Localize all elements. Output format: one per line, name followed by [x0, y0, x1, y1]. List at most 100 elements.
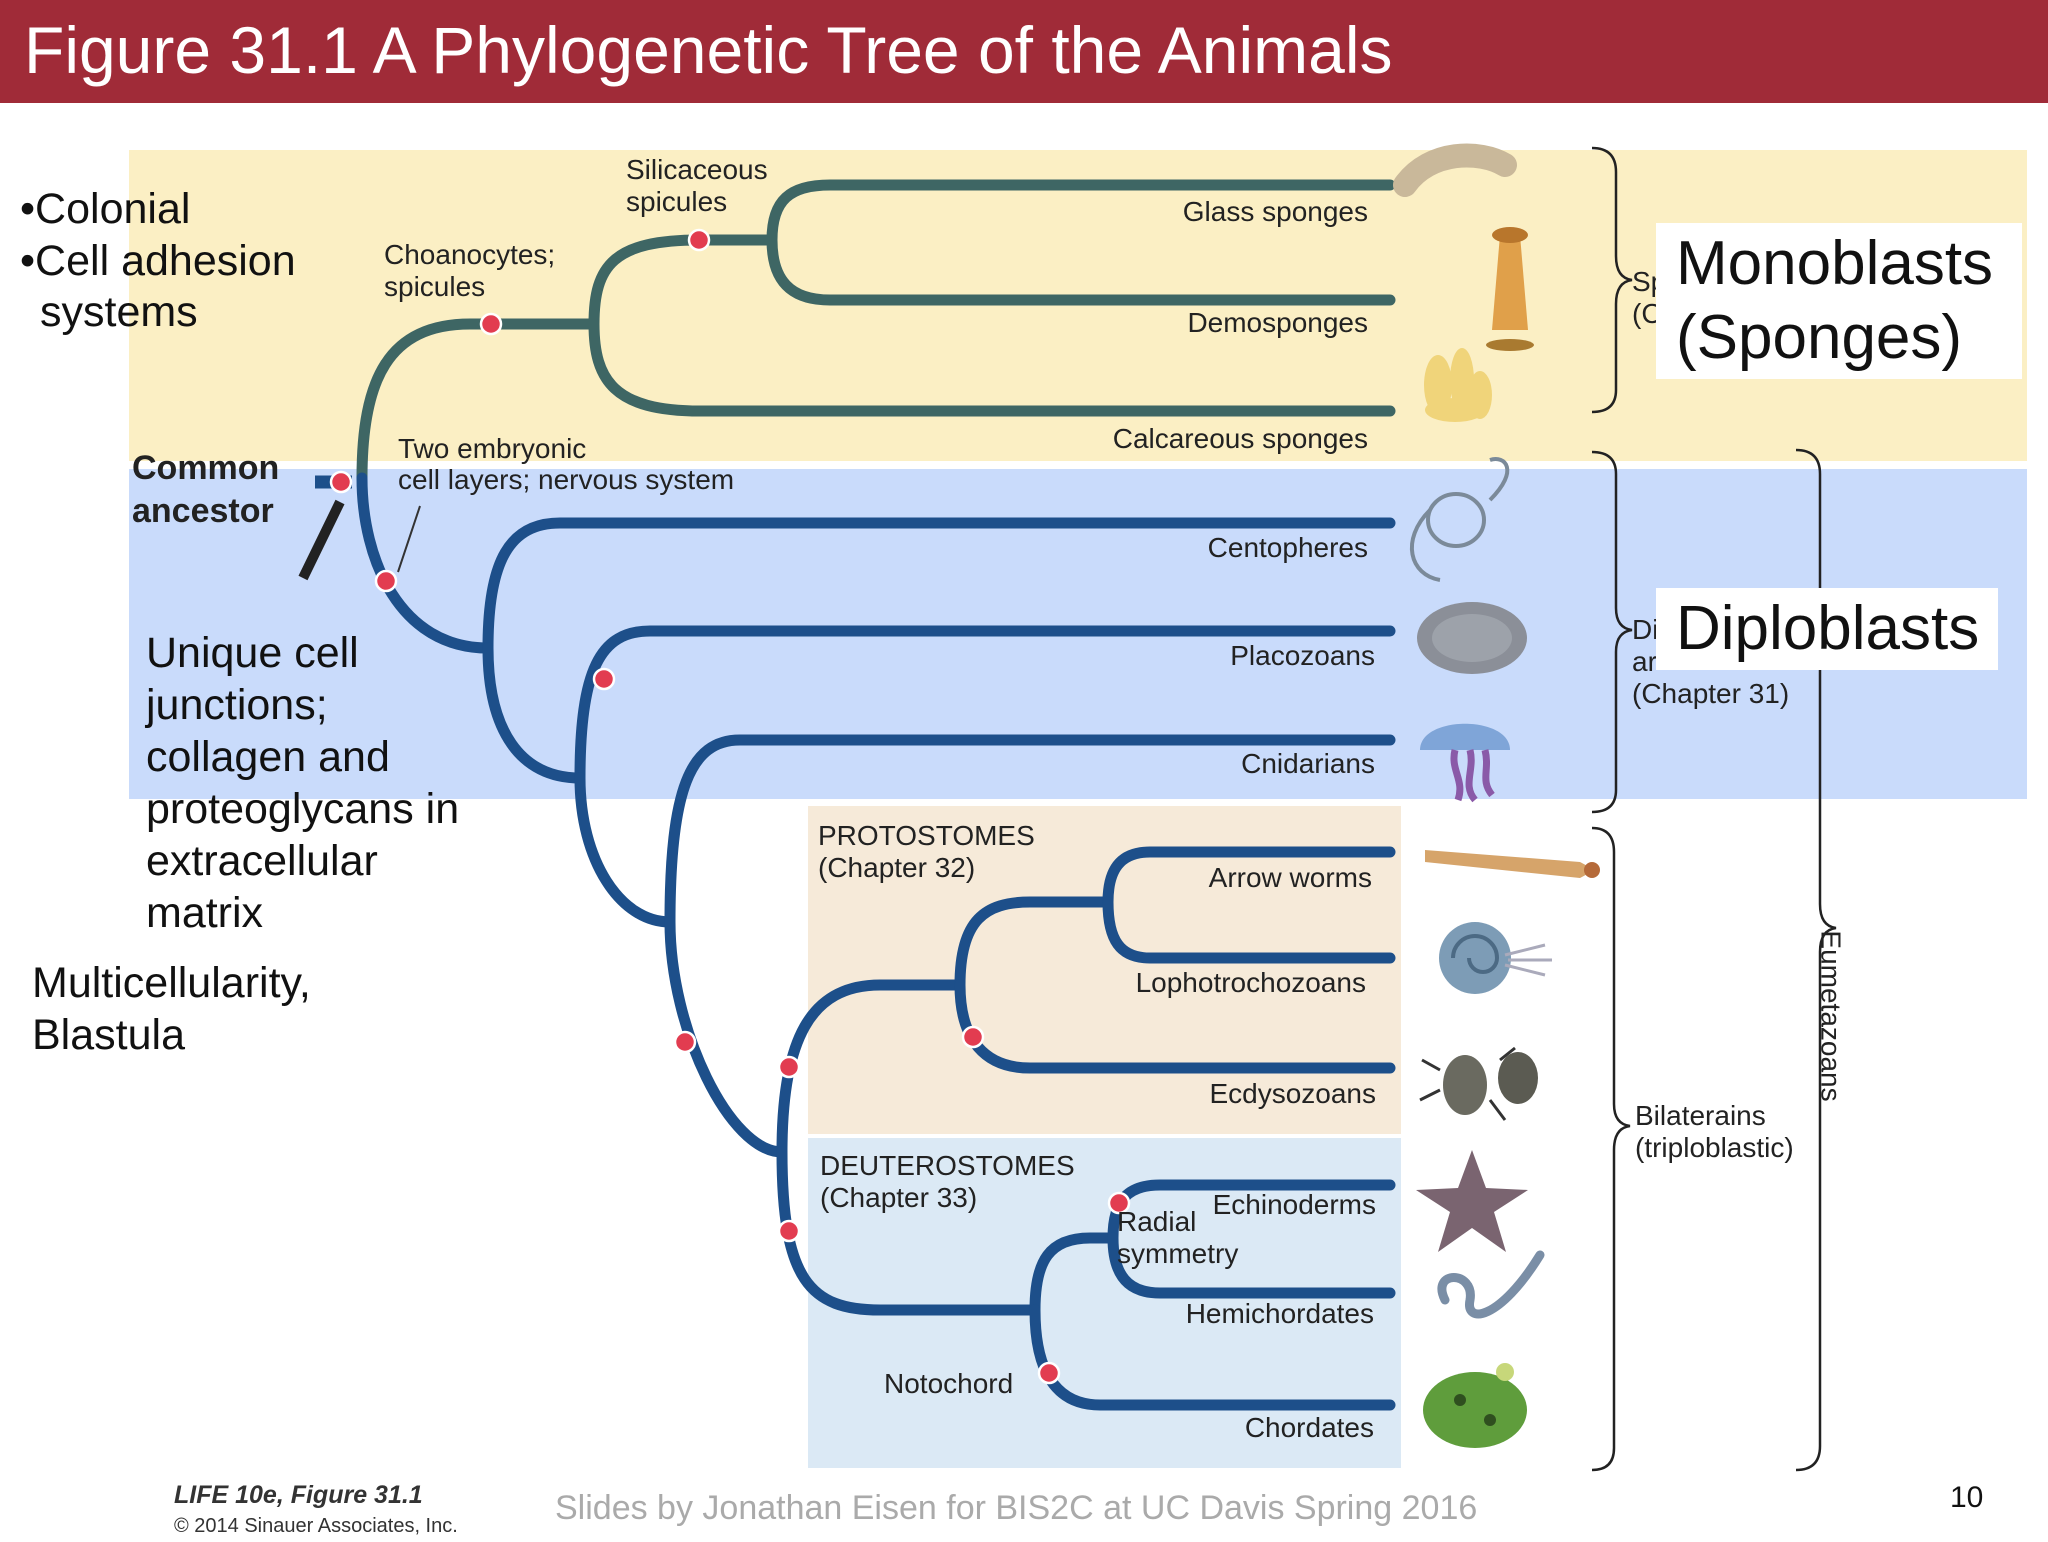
- jellyfish-icon: [1420, 723, 1510, 803]
- taxon-cnidarians: Cnidarians: [1241, 748, 1375, 779]
- note-unique-cell-junctions: Unique cell junctions; collagen and prot…: [146, 629, 460, 937]
- label-choanocytes-1: Choanocytes;: [384, 239, 556, 270]
- taxon-ecdysozoans: Ecdysozoans: [1209, 1078, 1376, 1109]
- diploblasts-box: Diploblasts: [1656, 588, 1998, 670]
- page-number: 10: [1950, 1481, 1984, 1514]
- note-systems: systems: [40, 288, 198, 336]
- two-layers-pointer: [397, 505, 421, 573]
- branch-placozoans: [574, 625, 1396, 784]
- branch-deuterostome-stem: [776, 1146, 1041, 1316]
- node-dot-silicaceous: [687, 228, 711, 252]
- taxon-chordates: Chordates: [1244, 1412, 1374, 1443]
- branch-calcareous: [588, 318, 1396, 417]
- calcareous-sponge-icon: [1424, 348, 1492, 422]
- demosponge-icon: [1486, 227, 1534, 351]
- monoblasts-label-1: Monoblasts: [1676, 229, 1994, 298]
- label-two-layers-1: Two embryonic: [398, 433, 587, 464]
- starfish-icon: [1416, 1150, 1528, 1252]
- common-ancestor-pointer: [298, 499, 345, 581]
- protostomes-chapter: (Chapter 32): [818, 852, 976, 883]
- glass-sponge-icon: [1393, 143, 1517, 197]
- node-dot-choanocytes: [479, 312, 503, 336]
- note-colonial: •Colonial: [20, 185, 191, 233]
- node-dot-two-layers: [374, 569, 398, 593]
- taxon-centopheres: Centopheres: [1207, 532, 1368, 563]
- diplo-chapter-label: (Chapter 31): [1632, 678, 1790, 709]
- taxon-glass-sponges: Glass sponges: [1182, 196, 1368, 227]
- branch-sponge-stem: [356, 318, 600, 484]
- deuterostomes-label: DEUTEROSTOMES: [820, 1150, 1075, 1181]
- brace-eumetazoans: [1795, 448, 1837, 1472]
- ctenophore-icon: [1410, 457, 1510, 582]
- label-silicaceous-2: spicules: [626, 186, 728, 217]
- frog-icon: [1423, 1363, 1527, 1448]
- taxon-arrow-worms: Arrow worms: [1208, 862, 1372, 893]
- beetle-icon: [1419, 1046, 1538, 1121]
- branch-lophotrochozoans: [1102, 896, 1396, 964]
- acorn-worm-icon: [1437, 1250, 1545, 1319]
- sponge-branches: [356, 179, 1396, 484]
- branch-choanocyte-node: [588, 234, 778, 330]
- monoblasts-box: Monoblasts (Sponges): [1656, 223, 2022, 379]
- branch-glass: [766, 179, 1396, 246]
- common-ancestor-label-1: Common: [132, 449, 280, 487]
- diploblasts-label: Diploblasts: [1676, 594, 1980, 663]
- deuterostome-box: [808, 1138, 1401, 1468]
- branch-ctenophores: [482, 517, 1396, 654]
- taxon-placozoans: Placozoans: [1230, 640, 1375, 671]
- label-choanocytes-2: spicules: [384, 271, 486, 302]
- brace-diploblasts: [1591, 450, 1633, 814]
- label-two-layers-2: cell layers; nervous system: [398, 464, 735, 495]
- eumetazoan-branches: [356, 472, 1396, 1411]
- placozoan-icon: [1417, 602, 1527, 674]
- branch-echinoderms: [1107, 1179, 1396, 1244]
- branch-demo: [766, 234, 1396, 306]
- brace-bilaterians: [1591, 826, 1631, 1472]
- node-dot-deuterostomes: [777, 1219, 801, 1243]
- slide-title: Figure 31.1 A Phylogenetic Tree of the A…: [24, 13, 1393, 87]
- branch-cnidarians: [664, 734, 1396, 928]
- node-dot-radial-symmetry: [1107, 1191, 1131, 1215]
- protostomes-label: PROTOSTOMES: [818, 820, 1035, 851]
- branch-eumetazoa-stem: [356, 472, 494, 654]
- title-bar: [0, 0, 2048, 103]
- branch-hemichordates: [1107, 1232, 1396, 1299]
- common-ancestor-label-2: ancestor: [132, 492, 274, 530]
- label-radial-2: symmetry: [1117, 1238, 1239, 1269]
- label-notochord: Notochord: [884, 1368, 1014, 1399]
- branch-ecdysozoans: [954, 979, 1396, 1074]
- branch-placo-node: [482, 642, 586, 784]
- taxon-hemichordates: Hemichordates: [1185, 1298, 1374, 1329]
- bilaterians-label-2: (triploblastic): [1635, 1132, 1794, 1163]
- diplo-partial-label-1: Di: [1632, 614, 1659, 645]
- note-multicellularity: Multicellularity, Blastula: [32, 959, 311, 1059]
- arrow-worm-icon: [1425, 850, 1600, 878]
- taxon-demosponges: Demosponges: [1187, 307, 1368, 338]
- label-silicaceous-1: Silicaceous: [626, 154, 768, 185]
- deuterostomes-chapter: (Chapter 33): [820, 1182, 978, 1213]
- node-dot-notochord: [1037, 1361, 1061, 1385]
- taxon-calcareous-sponges: Calcareous sponges: [1112, 423, 1368, 454]
- node-dot-ecdysozoa: [961, 1025, 985, 1049]
- node-dot-common-ancestor: [329, 470, 353, 494]
- eumetazoans-label: Eumetazoans: [1815, 930, 1847, 1102]
- monoblasts-label-2: (Sponges): [1676, 303, 1963, 372]
- citation-copyright: © 2014 Sinauer Associates, Inc.: [174, 1515, 458, 1537]
- branch-arrow-worms: [1102, 846, 1396, 908]
- citation-figure: LIFE 10e, Figure 31.1: [174, 1481, 423, 1509]
- branch-ambulacraria-node: [1029, 1232, 1119, 1316]
- bilaterians-label-1: Bilaterains: [1635, 1100, 1766, 1131]
- taxon-lophotrochozoans: Lophotrochozoans: [1135, 967, 1366, 998]
- label-radial-1: Radial: [1117, 1206, 1197, 1237]
- taxon-echinoderms: Echinoderms: [1212, 1189, 1376, 1220]
- note-cell-adhesion: •Cell adhesion: [20, 237, 296, 285]
- nautilus-icon: [1439, 922, 1552, 994]
- brace-sponges: [1591, 146, 1633, 414]
- node-dot-placozoans: [592, 667, 616, 691]
- diplo-partial-label-2: ar: [1632, 646, 1657, 677]
- protostome-box: [808, 806, 1401, 1134]
- slide-credit: Slides by Jonathan Eisen for BIS2C at UC…: [555, 1489, 1478, 1527]
- branch-spiralia-node: [954, 896, 1114, 991]
- branch-cnid-node: [574, 772, 676, 928]
- branch-bilateria-stem: [664, 916, 788, 1158]
